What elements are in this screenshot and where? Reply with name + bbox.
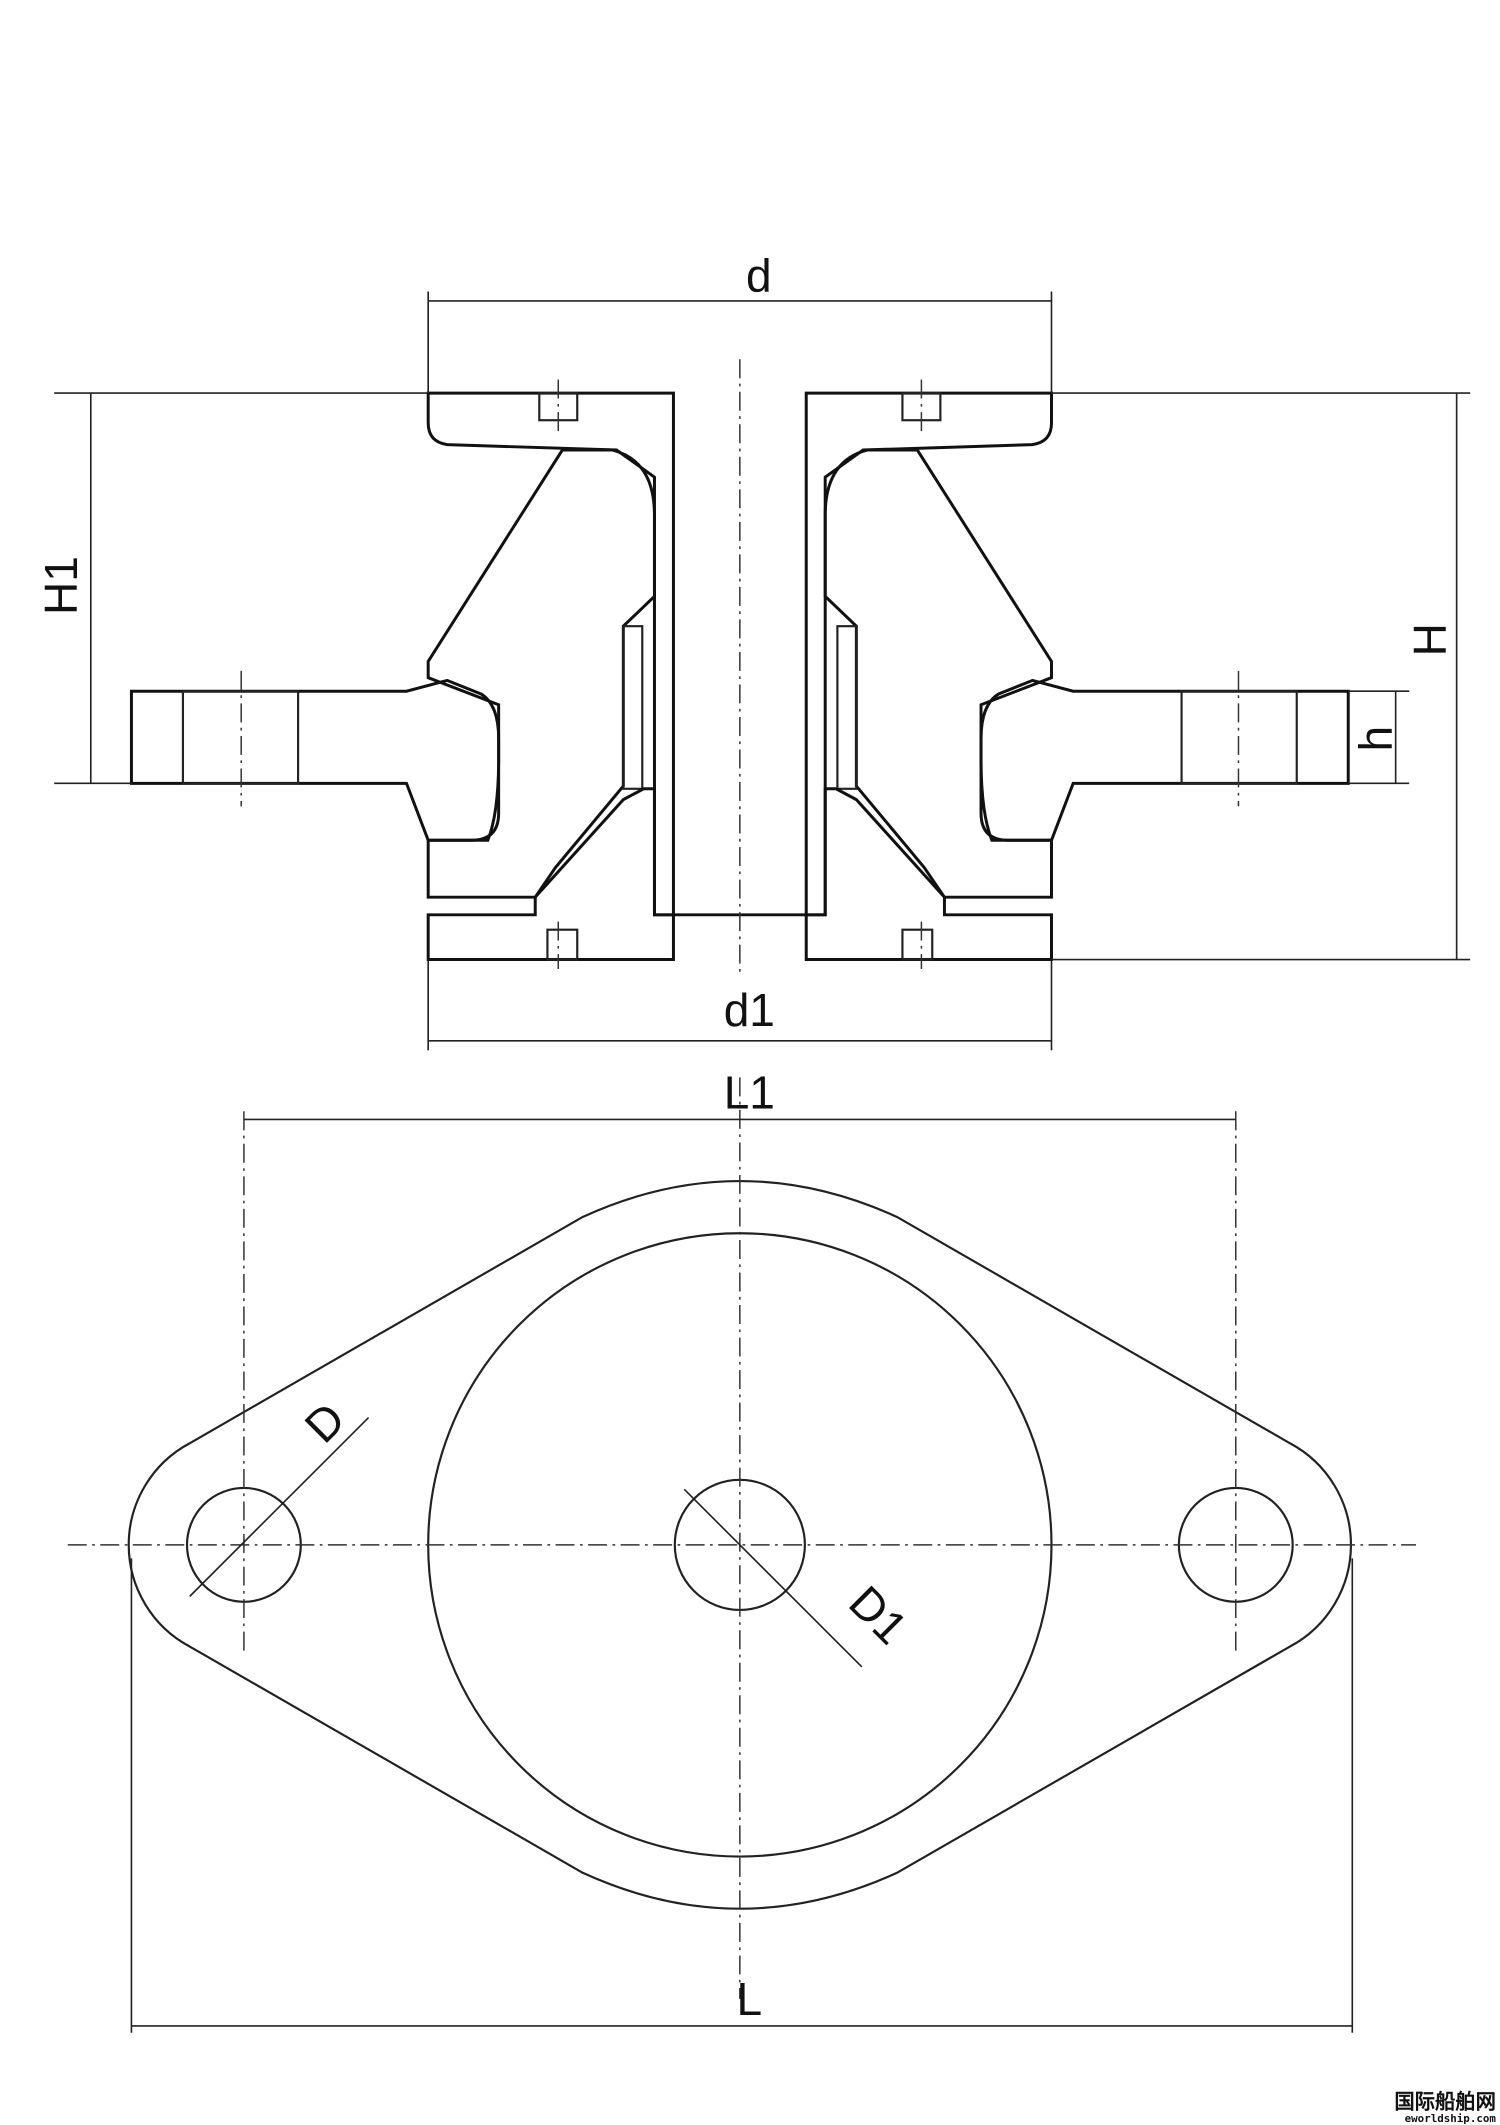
- dim-d1-label: d1: [724, 984, 775, 1036]
- dim-D1-label: D1: [839, 1576, 917, 1654]
- dim-d-label: d: [746, 249, 772, 301]
- plan-view: L1 L D D1: [67, 1067, 1416, 2033]
- dim-L-label: L: [737, 1973, 763, 2025]
- svg-text:国际船舶网: 国际船舶网: [1394, 2090, 1496, 2114]
- dim-L1-label: L1: [724, 1067, 775, 1119]
- dim-D1-line: [683, 1488, 863, 1668]
- dim-D-label: D: [295, 1392, 355, 1452]
- svg-text:eworldship.com: eworldship.com: [1405, 2112, 1497, 2125]
- dim-D-line: [189, 1416, 370, 1597]
- dim-H-label: H: [1404, 623, 1456, 656]
- dim-H1-label: H1: [35, 556, 87, 615]
- dim-h-label: h: [1350, 726, 1402, 752]
- section-view: d d1 H1 H h: [35, 249, 1471, 1051]
- watermark-logo: 国际船舶网 eworldship.com: [1394, 2090, 1496, 2125]
